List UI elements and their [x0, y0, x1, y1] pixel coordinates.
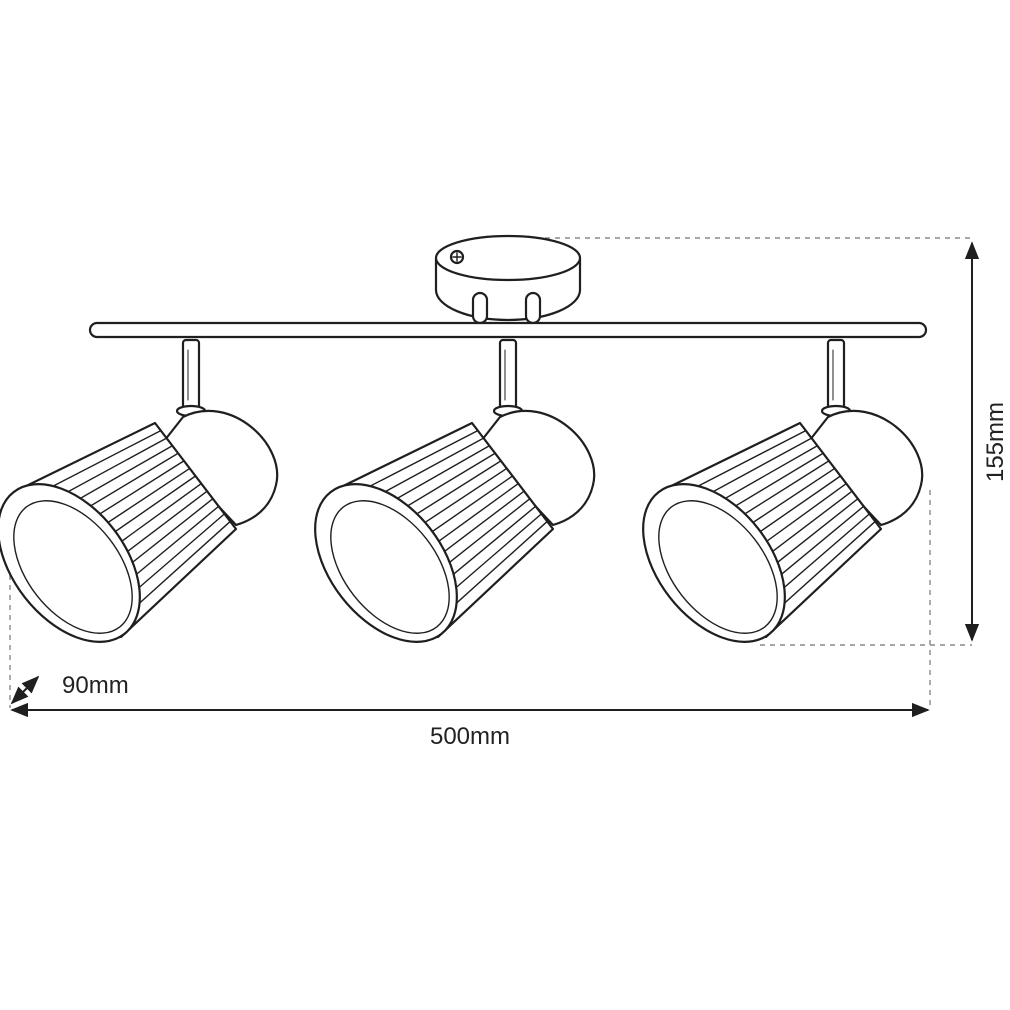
spotlight-1 [0, 338, 279, 643]
width-label: 500mm [430, 723, 510, 750]
spotlight-3 [642, 338, 924, 643]
depth-label: 90mm [62, 672, 129, 699]
height-dimension: 155mm [964, 241, 1009, 642]
width-dimension: 500mm [10, 702, 930, 750]
ceiling-canopy [434, 234, 582, 325]
height-label: 155mm [982, 402, 1009, 482]
extension-lines [9, 237, 972, 708]
spotlight-2 [314, 338, 596, 643]
spotlights [0, 338, 924, 643]
depth-dimension: 90mm [10, 672, 129, 705]
mounting-bar [88, 321, 928, 339]
screw-icon [449, 249, 465, 265]
